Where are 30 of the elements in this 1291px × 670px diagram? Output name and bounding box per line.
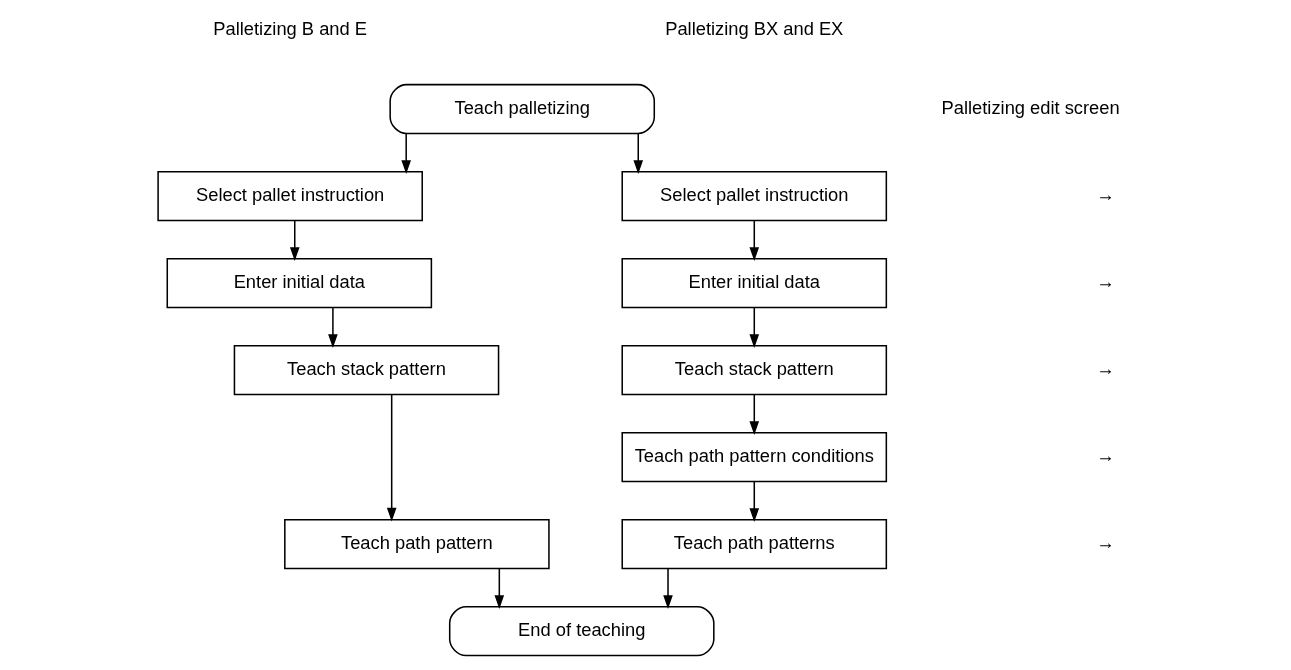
arrow: [749, 481, 760, 522]
node-box: Teach stack pattern: [621, 344, 888, 396]
label: →: [1096, 183, 1115, 205]
node-box: Teach palletizing: [389, 83, 656, 135]
node-box: Select pallet instruction: [157, 170, 423, 222]
label: →: [1096, 531, 1115, 553]
arrow: [633, 133, 644, 174]
arrow: [328, 307, 338, 348]
arrow: [663, 568, 673, 610]
arrow: [494, 568, 505, 610]
node-box: End of teaching: [448, 606, 715, 657]
label: Palletizing BX and EX: [665, 18, 844, 40]
label: →: [1096, 270, 1115, 292]
node-box: Teach path patterns: [621, 518, 888, 570]
arrow: [749, 307, 760, 348]
node-box: Teach stack pattern: [233, 344, 500, 396]
arrow: [386, 394, 397, 522]
arrow: [749, 394, 760, 435]
label: →: [1096, 444, 1115, 466]
arrow: [401, 133, 411, 174]
arrow: [289, 220, 300, 261]
node-box: Teach path pattern: [284, 518, 550, 570]
node-box: Select pallet instruction: [621, 170, 888, 222]
node-box: Enter initial data: [166, 257, 433, 309]
label: →: [1096, 357, 1115, 379]
arrow: [749, 220, 760, 261]
label: Palletizing B and E: [213, 18, 368, 40]
label: Palletizing edit screen: [941, 96, 1120, 118]
node-box: Teach path pattern conditions: [621, 431, 888, 483]
node-box: Enter initial data: [621, 257, 888, 309]
